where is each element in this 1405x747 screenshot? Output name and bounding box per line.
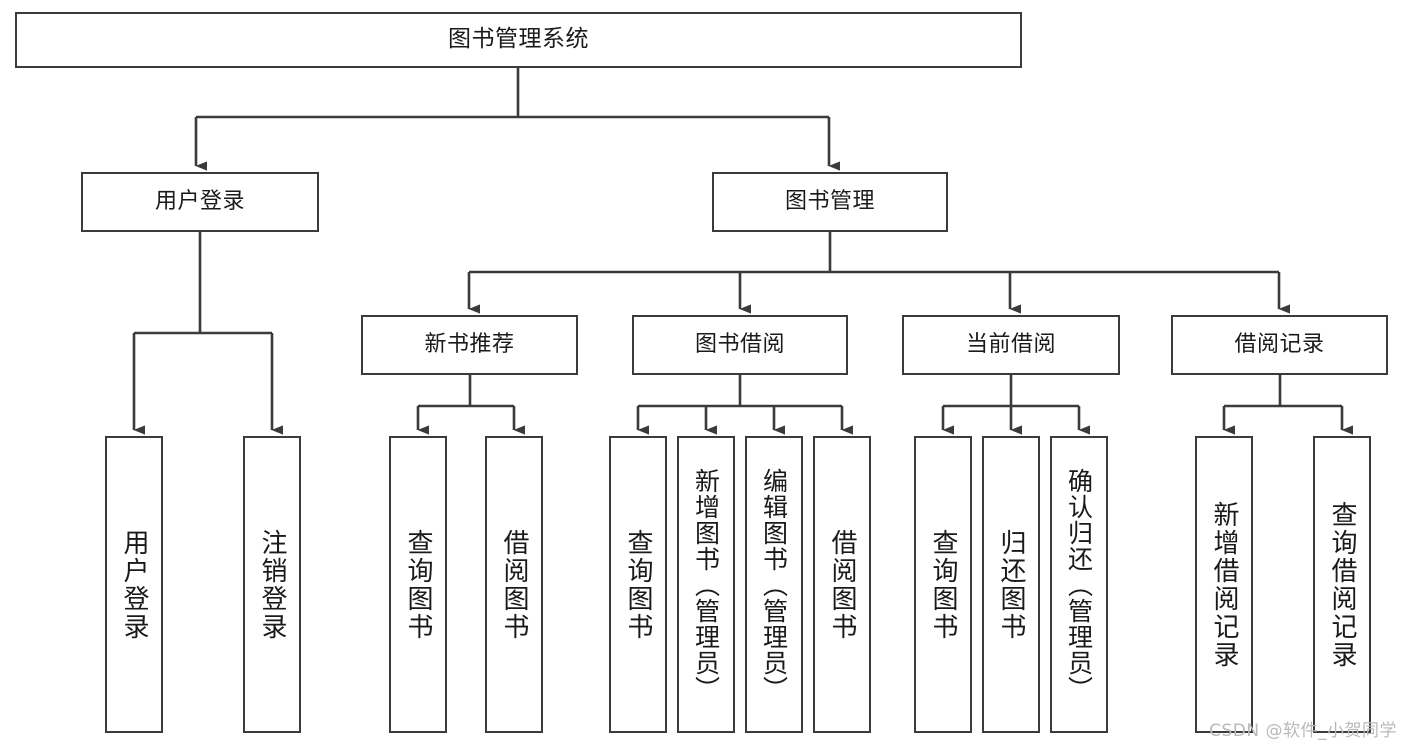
node-label: 注销登录: [257, 528, 287, 641]
node-label: 查询借阅记录: [1327, 500, 1357, 669]
leaf-borrow-book[interactable]: 借阅图书: [813, 436, 871, 733]
node-label: 用户登录: [119, 528, 149, 641]
node-label: 确认归还（管理员）: [1064, 467, 1094, 702]
leaf-query-book-borrow[interactable]: 查询图书: [609, 436, 667, 733]
leaf-return-book[interactable]: 归还图书: [982, 436, 1040, 733]
node-borrow-record[interactable]: 借阅记录: [1171, 315, 1388, 375]
node-book-borrow[interactable]: 图书借阅: [632, 315, 848, 375]
node-label: 归还图书: [996, 528, 1026, 641]
leaf-user-login[interactable]: 用户登录: [105, 436, 163, 733]
node-label: 图书管理系统: [448, 26, 589, 53]
node-label: 查询图书: [623, 528, 653, 641]
leaf-edit-book-admin[interactable]: 编辑图书（管理员）: [745, 436, 803, 733]
node-new-book-recommendation[interactable]: 新书推荐: [361, 315, 578, 375]
node-label: 借阅图书: [827, 528, 857, 641]
leaf-borrow-book-new-rec[interactable]: 借阅图书: [485, 436, 543, 733]
node-label: 新书推荐: [424, 332, 515, 358]
leaf-query-book-new-rec[interactable]: 查询图书: [389, 436, 447, 733]
node-current-borrow[interactable]: 当前借阅: [902, 315, 1120, 375]
node-label: 用户登录: [154, 189, 245, 215]
leaf-logout[interactable]: 注销登录: [243, 436, 301, 733]
leaf-confirm-return-admin[interactable]: 确认归还（管理员）: [1050, 436, 1108, 733]
node-label: 新增借阅记录: [1209, 500, 1239, 669]
node-label: 查询图书: [403, 528, 433, 641]
node-user-login[interactable]: 用户登录: [81, 172, 319, 232]
node-book-management[interactable]: 图书管理: [712, 172, 948, 232]
csdn-watermark: CSDN @软件_小贺同学: [1209, 721, 1397, 741]
leaf-query-borrow-record[interactable]: 查询借阅记录: [1313, 436, 1371, 733]
node-label: 借阅记录: [1234, 332, 1325, 358]
node-label: 当前借阅: [965, 332, 1056, 358]
leaf-add-book-admin[interactable]: 新增图书（管理员）: [677, 436, 735, 733]
node-root-title[interactable]: 图书管理系统: [15, 12, 1022, 68]
node-label: 图书管理: [784, 189, 875, 215]
leaf-add-borrow-record[interactable]: 新增借阅记录: [1195, 436, 1253, 733]
leaf-query-book-current[interactable]: 查询图书: [914, 436, 972, 733]
node-label: 借阅图书: [499, 528, 529, 641]
node-label: 图书借阅: [694, 332, 785, 358]
node-label: 新增图书（管理员）: [691, 467, 721, 702]
node-label: 编辑图书（管理员）: [759, 467, 789, 702]
node-label: 查询图书: [928, 528, 958, 641]
